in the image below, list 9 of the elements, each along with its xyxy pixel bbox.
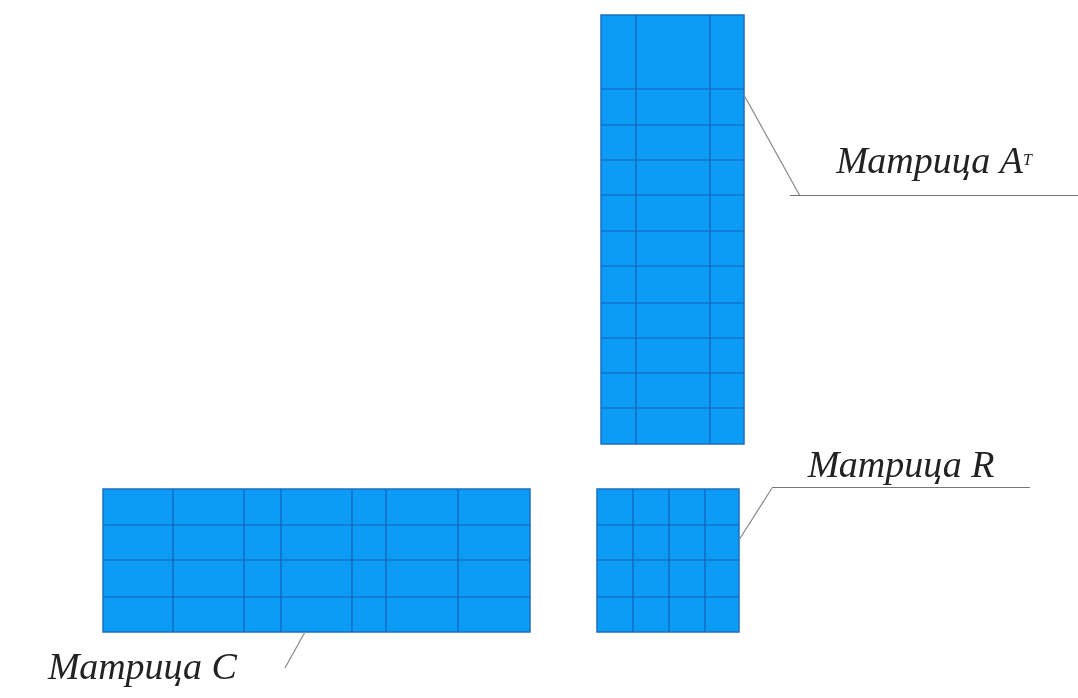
matrix-label: Матрица R: [772, 440, 1030, 488]
leader-line: [743, 94, 801, 197]
matrix-grid: [596, 488, 740, 633]
leader-line: [284, 631, 306, 669]
matrix-grid: [600, 14, 745, 445]
matrix-label: Матрица C: [0, 638, 285, 694]
matrix-grid: [102, 488, 531, 633]
leader-line: [738, 487, 773, 541]
matrix-label: Матрица A$^{T}$: [790, 125, 1078, 196]
